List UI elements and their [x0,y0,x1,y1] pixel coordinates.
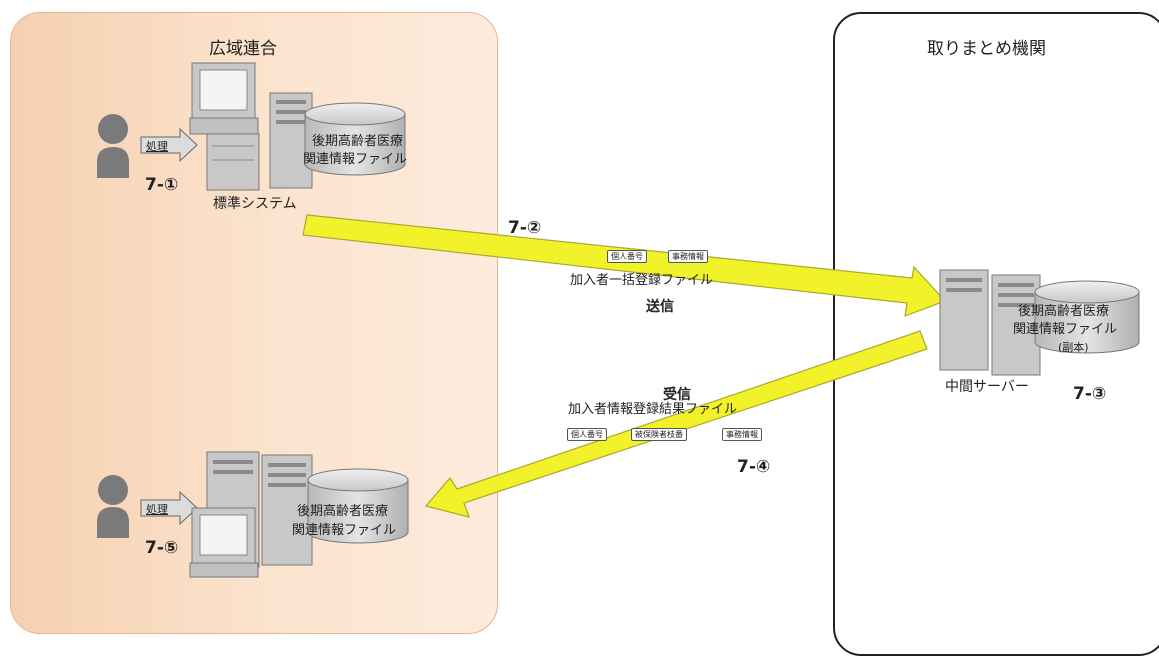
diagram-graphics [97,62,1140,578]
db-label-server-line1: 後期高齢者医療 [1018,304,1110,319]
step-7-1: 7-① [145,175,179,195]
database-icon-bottom [307,468,409,544]
database-icon-server [1034,280,1140,354]
computer-icon-bottom [189,451,313,578]
person-icon-top [97,114,129,178]
step-7-3: 7-③ [1073,384,1107,404]
db-label-top-line2: 関連情報ファイル [303,152,408,167]
diagram-stage: 広域連合 取りまとめ機関 処理 7-① 標準システム 後期高齢者医療 関連情報フ… [10,12,1159,656]
send-action-label: 送信 [646,299,674,315]
tag-send-kojin-bango: 個人番号 [607,250,647,263]
db-label-server-line3: (副本) [1058,341,1089,354]
tag-receive-hihokensha-edaban: 被保険者枝番 [631,428,687,441]
send-file-label: 加入者一括登録ファイル [570,273,714,288]
database-icon-top [304,102,406,176]
receive-arrow [424,330,928,518]
tag-send-jimu-joho: 事務情報 [668,250,708,263]
db-label-top-line1: 後期高齢者医療 [312,134,404,149]
system-label-standard: 標準システム [213,196,297,212]
receive-action-label: 受信 [663,387,691,403]
tag-receive-kojin-bango: 個人番号 [567,428,607,441]
process-label-top: 処理 [146,140,168,153]
server-label: 中間サーバー [945,379,1029,395]
step-7-4: 7-④ [737,457,771,477]
tag-receive-jimu-joho: 事務情報 [722,428,762,441]
process-arrow-icon-bottom [140,490,198,526]
person-icon-bottom [97,475,129,538]
computer-icon-top [189,62,313,191]
region-title-right: 取りまとめ機関 [927,39,1046,59]
process-arrow-icon-top [140,127,198,163]
step-7-5: 7-⑤ [145,538,179,558]
process-label-bottom: 処理 [146,503,168,516]
send-arrow [302,214,947,317]
receive-file-label: 加入者情報登録結果ファイル [568,402,738,417]
db-label-bottom-line2: 関連情報ファイル [292,523,397,538]
db-label-server-line2: 関連情報ファイル [1013,322,1118,337]
db-label-bottom-line1: 後期高齢者医療 [297,504,389,519]
step-7-2: 7-② [508,218,542,238]
server-icon [939,269,1041,376]
region-title-left: 広域連合 [209,39,277,59]
